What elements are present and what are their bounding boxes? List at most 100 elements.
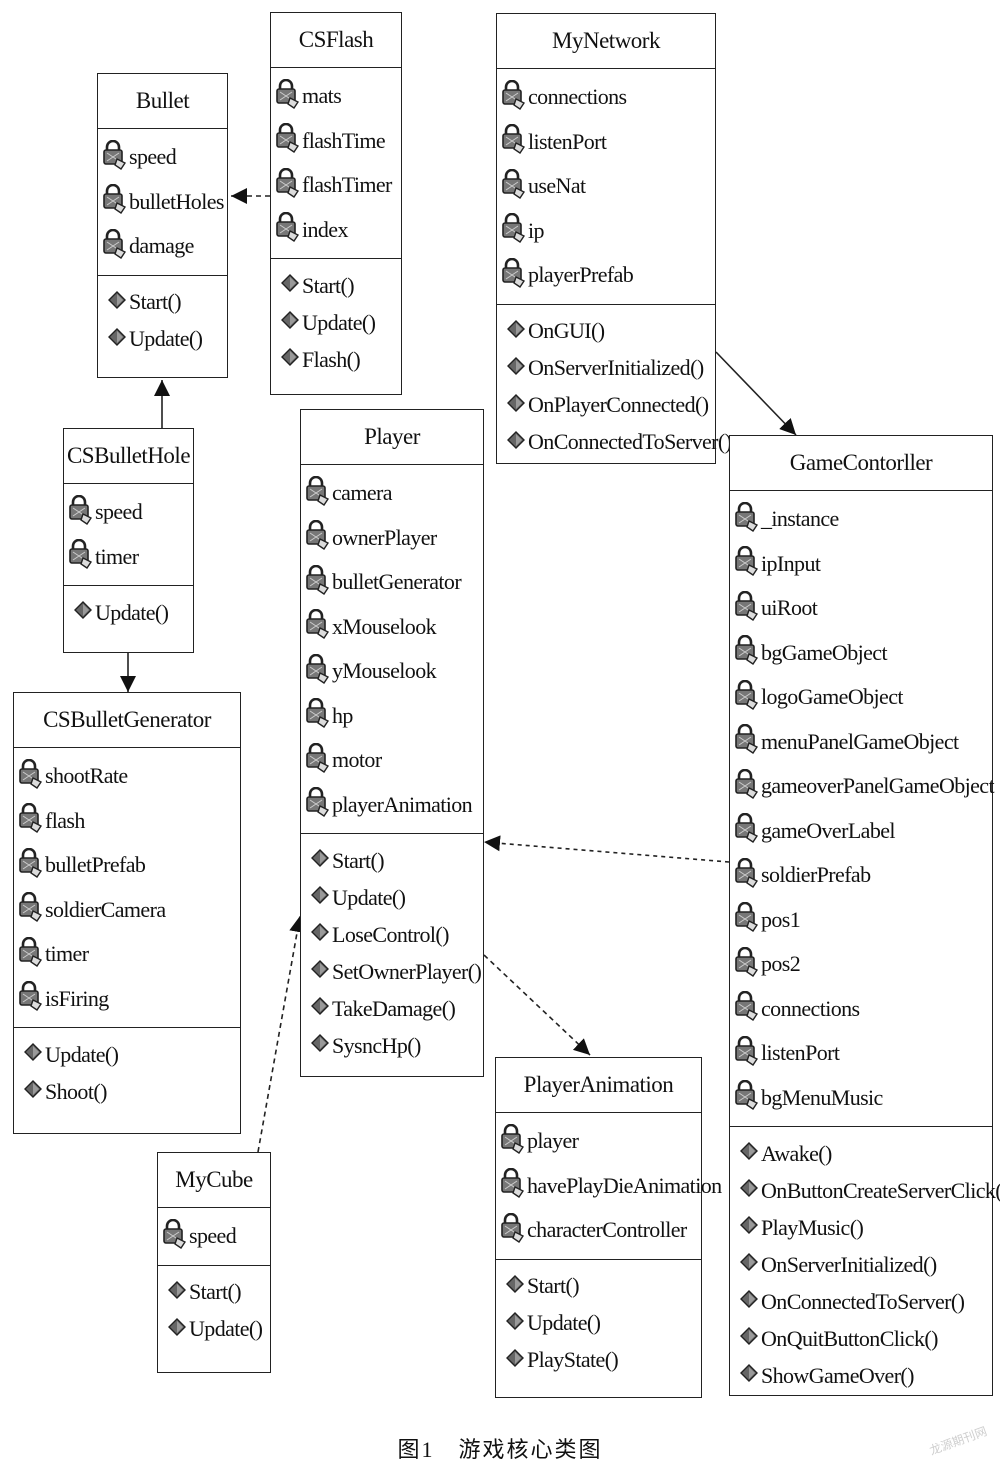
- operation-name: PlayState(): [527, 1347, 619, 1372]
- diamond-icon: [311, 849, 329, 872]
- attribute-row: havePlayDieAnimation: [496, 1164, 722, 1209]
- operation-row: PlayMusic(): [730, 1209, 992, 1246]
- operation-compartment: Awake()OnButtonCreateServerClick()PlayMu…: [730, 1127, 1000, 1400]
- lock-key-icon: [734, 679, 759, 715]
- attribute-row: flashTimer: [271, 163, 401, 208]
- attribute-row: soldierCamera: [14, 888, 240, 933]
- operation-row: ShowGameOver(): [730, 1357, 992, 1394]
- diamond-icon: [311, 960, 329, 983]
- lock-key-icon: [305, 475, 330, 511]
- attribute-name: logoGameObject: [761, 684, 903, 710]
- attribute-row: characterController: [496, 1208, 701, 1253]
- attribute-name: pos1: [761, 906, 801, 932]
- dependency-player-to-playeranimation: [483, 954, 591, 1056]
- lock-key-icon: [734, 545, 759, 581]
- operation-name: SetOwnerPlayer(): [332, 958, 482, 984]
- attribute-row: xMouselook: [301, 605, 483, 650]
- lock-key-icon: [734, 1079, 759, 1115]
- attribute-name: flash: [45, 807, 85, 833]
- operation-compartment: OnGUI()OnServerInitialized()OnPlayerConn…: [497, 305, 732, 467]
- diamond-icon: [740, 1364, 758, 1387]
- attribute-row: _instance: [730, 497, 992, 542]
- operation-name: OnGUI(): [528, 318, 605, 343]
- lock-key-icon: [305, 653, 330, 689]
- diamond-icon: [281, 348, 299, 371]
- attribute-row: playerPrefab: [497, 253, 715, 298]
- operation-row: TakeDamage(): [301, 990, 483, 1027]
- lock-key-icon: [501, 123, 526, 159]
- lock-key-icon: [68, 538, 93, 574]
- attribute-row: isFiring: [14, 977, 240, 1022]
- lock-key-icon: [734, 634, 759, 670]
- attribute-name: player: [527, 1128, 579, 1154]
- dependency-mycube-to-player: [257, 915, 306, 1153]
- attribute-name: timer: [45, 941, 89, 967]
- operation-name: OnButtonCreateServerClick(): [761, 1177, 1000, 1203]
- lock-key-icon: [501, 257, 526, 293]
- attribute-compartment: speed: [158, 1208, 270, 1266]
- attribute-name: ownerPlayer: [332, 524, 437, 550]
- operation-row: Update(): [496, 1305, 701, 1342]
- lock-key-icon: [734, 1035, 759, 1071]
- lock-key-icon: [501, 79, 526, 115]
- operation-row: Update(): [14, 1036, 240, 1073]
- attribute-row: shootRate: [14, 754, 240, 799]
- attribute-row: bulletGenerator: [301, 560, 483, 605]
- attribute-row: damage: [98, 224, 227, 269]
- operation-name: ShowGameOver(): [761, 1362, 914, 1388]
- attribute-name: listenPort: [528, 128, 607, 154]
- lock-key-icon: [275, 211, 300, 247]
- lock-key-icon: [500, 1212, 525, 1248]
- attribute-name: gameoverPanelGameObject: [761, 773, 995, 799]
- attribute-name: ipInput: [761, 550, 821, 576]
- attribute-row: connections: [497, 75, 715, 120]
- operation-name: Start(): [129, 289, 182, 314]
- attribute-row: gameOverLabel: [730, 809, 992, 854]
- attribute-name: yMouselook: [332, 658, 437, 684]
- operation-row: Update(): [158, 1311, 270, 1348]
- diamond-icon: [281, 274, 299, 297]
- attribute-row: bulletPrefab: [14, 843, 240, 888]
- attribute-name: gameOverLabel: [761, 817, 896, 843]
- lock-key-icon: [18, 891, 43, 927]
- operation-name: Shoot(): [45, 1078, 107, 1104]
- attribute-name: bgGameObject: [761, 639, 888, 665]
- attribute-name: isFiring: [45, 985, 109, 1011]
- attribute-row: gameoverPanelGameObject: [730, 764, 995, 809]
- operation-name: Update(): [527, 1310, 601, 1335]
- operation-row: Start(): [496, 1268, 701, 1305]
- attribute-name: timer: [95, 543, 139, 569]
- lock-key-icon: [734, 723, 759, 759]
- attribute-row: speed: [64, 490, 193, 535]
- attribute-name: index: [302, 216, 348, 242]
- operation-row: Update(): [64, 594, 193, 631]
- lock-key-icon: [501, 212, 526, 248]
- lock-key-icon: [275, 167, 300, 203]
- attribute-name: ip: [528, 217, 545, 243]
- attribute-name: soldierCamera: [45, 896, 166, 922]
- dependency-gamecontroller-to-player: [483, 835, 730, 863]
- operation-row: Start(): [301, 842, 483, 879]
- lock-key-icon: [275, 122, 300, 158]
- diamond-icon: [740, 1253, 758, 1276]
- diamond-icon: [168, 1317, 186, 1341]
- operation-name: TakeDamage(): [332, 995, 456, 1021]
- operation-compartment: Update() Shoot(): [14, 1028, 240, 1116]
- attribute-name: havePlayDieAnimation: [527, 1172, 722, 1198]
- class-name: CSFlash: [271, 13, 401, 68]
- lock-key-icon: [275, 78, 300, 114]
- attribute-row: yMouselook: [301, 649, 483, 694]
- attribute-row: connections: [730, 987, 992, 1032]
- operation-row: Update(): [98, 321, 227, 358]
- diamond-icon: [740, 1327, 758, 1350]
- attribute-compartment: speed timer: [64, 484, 193, 586]
- attribute-row: timer: [14, 932, 240, 977]
- attribute-row: listenPort: [497, 120, 715, 165]
- attribute-row: logoGameObject: [730, 675, 992, 720]
- attribute-row: flash: [14, 799, 240, 844]
